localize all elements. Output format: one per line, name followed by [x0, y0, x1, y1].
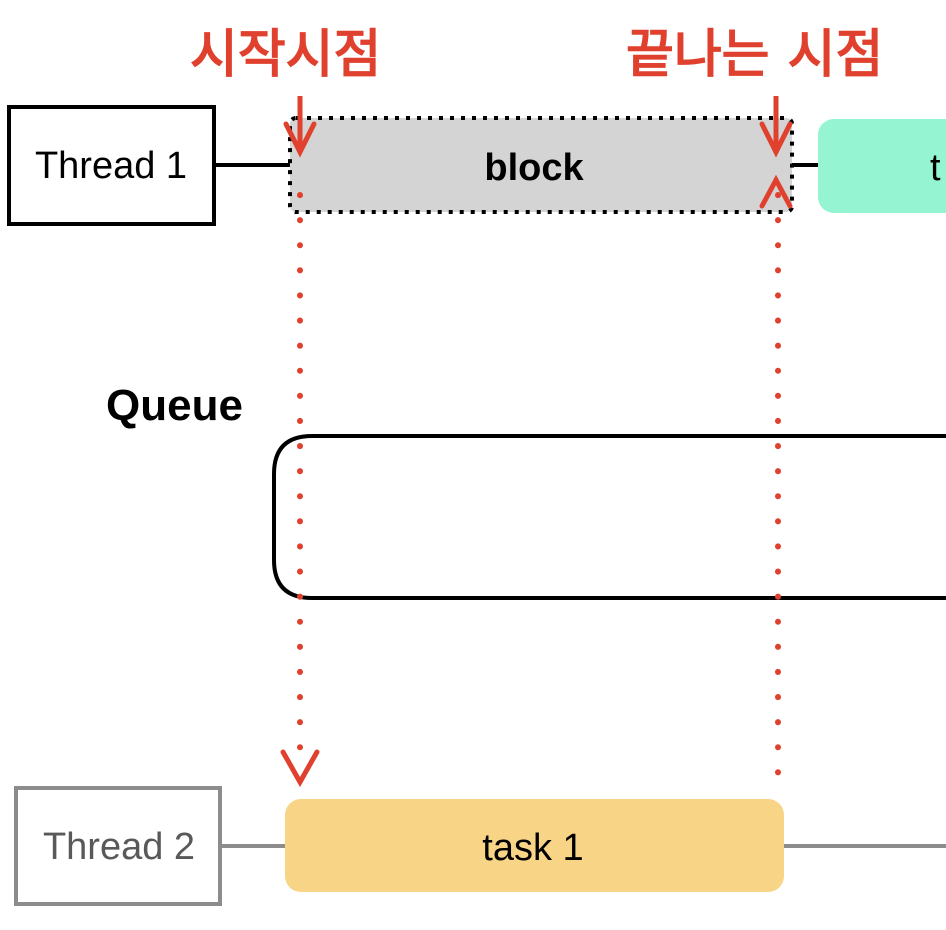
next-task-label: t: [930, 147, 941, 189]
queue-label: Queue: [106, 381, 243, 430]
task1-box: [285, 799, 784, 892]
block-box: [288, 116, 794, 214]
next-task-box: [818, 119, 946, 213]
task1-label: task 1: [482, 827, 583, 869]
queue-box: [272, 434, 946, 600]
thread2-box: [14, 786, 222, 906]
start-arrow-head: [283, 121, 317, 158]
task1-arrow-head: [280, 749, 320, 788]
thread1-label: Thread 1: [35, 145, 187, 187]
thread2-label: Thread 2: [43, 826, 195, 868]
end-arrow-head: [759, 121, 793, 158]
start-point-label: 시작시점: [190, 25, 381, 85]
end-point-label: 끝나는 시점: [626, 25, 883, 85]
block-label: block: [484, 147, 584, 189]
thread1-box: [7, 105, 216, 226]
end-arrow-up-head: [759, 174, 793, 209]
